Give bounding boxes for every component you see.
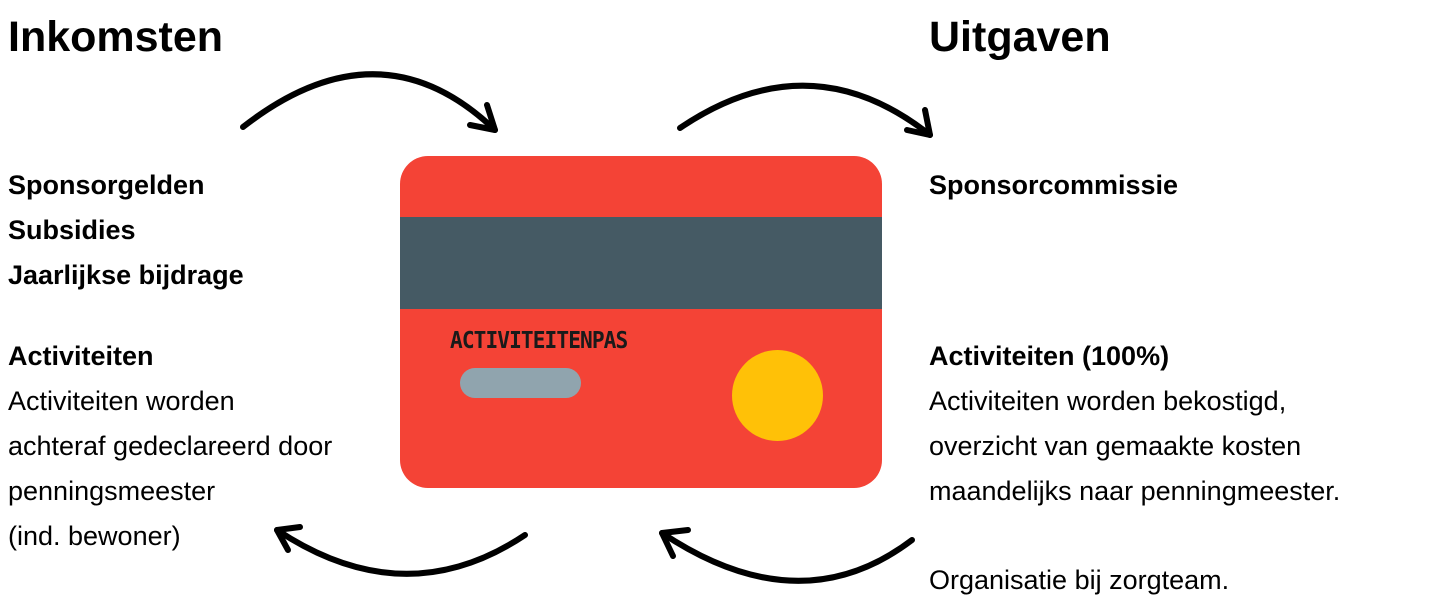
expenses-activities: Activiteiten (100%) Activiteiten worden … (929, 334, 1340, 514)
expenses-footer: Organisatie bij zorgteam. (929, 565, 1230, 595)
expenses-item-sponsorcommissie: Sponsorcommissie (929, 170, 1179, 200)
income-activities-line: (ind. bewoner) (8, 521, 181, 551)
expenses-items: Sponsorcommissie (929, 163, 1178, 208)
income-activities-line: Activiteiten worden (8, 386, 235, 416)
income-title: Inkomsten (8, 13, 224, 61)
income-activities-title: Activiteiten (8, 341, 154, 371)
expenses-activities-line: maandelijks naar penningmeester. (929, 476, 1341, 506)
expenses-title: Uitgaven (929, 13, 1111, 61)
activity-card: ACTIVITEITENPAS (400, 156, 882, 488)
arrow-income-to-card (240, 71, 498, 133)
income-activities-line: achteraf gedeclareerd door (8, 431, 333, 461)
arrow-card-to-income (274, 524, 528, 577)
card-chip-icon (732, 350, 823, 441)
income-item-jaarlijkse-bijdrage: Jaarlijkse bijdrage (8, 260, 244, 290)
expenses-activities-line: overzicht van gemaakte kosten (929, 431, 1302, 461)
income-items: Sponsorgelden Subsidies Jaarlijkse bijdr… (8, 163, 244, 298)
income-activities-line: penningsmeester (8, 476, 216, 506)
card-label: ACTIVITEITENPAS (450, 328, 628, 354)
income-item-sponsorgelden: Sponsorgelden (8, 170, 205, 200)
expenses-activities-line: Activiteiten worden bekostigd, (929, 386, 1287, 416)
card-magnetic-stripe (400, 217, 882, 309)
income-activities: Activiteiten Activiteiten worden achtera… (8, 334, 332, 559)
card-name-bar (460, 368, 581, 398)
arrow-card-to-expenses (677, 82, 933, 138)
expenses-activities-title: Activiteiten (100%) (929, 341, 1170, 371)
income-item-subsidies: Subsidies (8, 215, 136, 245)
arrow-expenses-to-card (659, 527, 915, 584)
